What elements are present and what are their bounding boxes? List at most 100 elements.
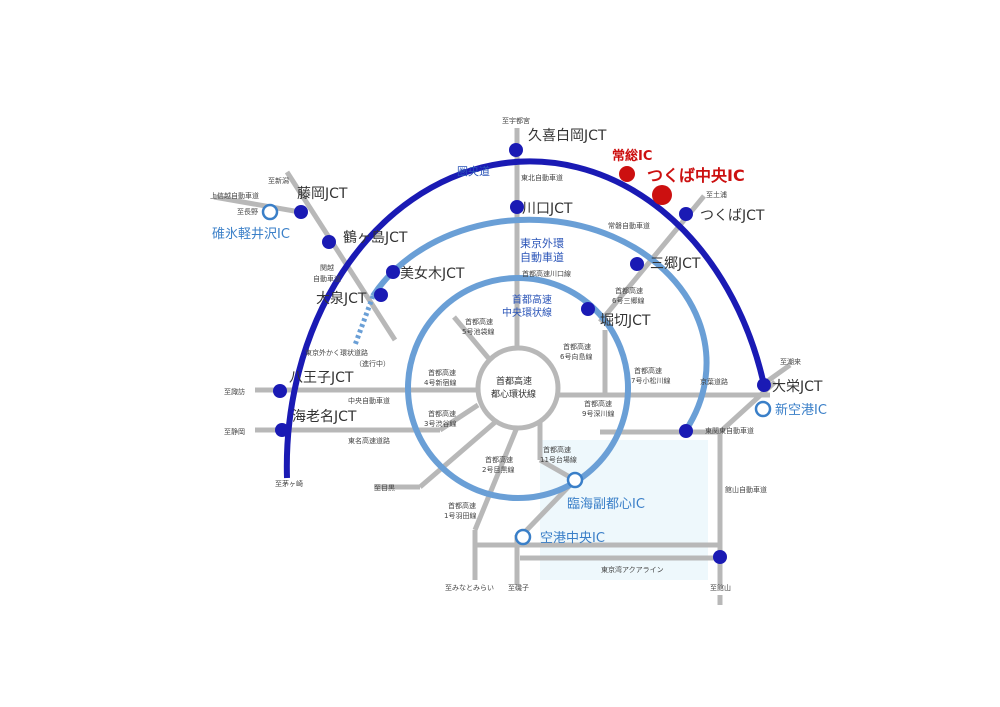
gaikan-label-2: 自動車道: [520, 250, 564, 264]
shinkuko-ic-icon[interactable]: [754, 400, 772, 418]
kanetsu-label-2: 自動車道: [313, 274, 341, 283]
c2-ring: [405, 275, 631, 501]
oizumi-jct-label: 大泉JCT: [316, 290, 367, 307]
chuo-label: 中央自動車道: [348, 396, 390, 405]
ebina-jct-label: 海老名JCT: [292, 409, 357, 425]
misato-jct-icon[interactable]: [630, 257, 644, 271]
tomei-label: 東名高速道路: [348, 436, 390, 445]
gaikan-label-1: 東京外環: [520, 236, 564, 250]
kawaguchi-jct-label: 川口JCT: [522, 201, 573, 217]
c1-label-2: 都心環状線: [491, 388, 536, 400]
horikiri-jct-icon[interactable]: [581, 302, 595, 316]
tsukuba-jct-icon[interactable]: [679, 207, 693, 221]
bijogi-jct-icon[interactable]: [386, 265, 400, 279]
ebina-jct-icon[interactable]: [275, 423, 289, 437]
c2-label-1: 首都高速: [512, 293, 552, 306]
mukojima-label-1: 首都高速: [563, 342, 591, 351]
kawaguchi-jct-icon[interactable]: [510, 200, 524, 214]
fukagawa-label-2: 9号深川線: [582, 409, 614, 418]
gaikan-plan-label-1: 東京外かく環状道路: [305, 348, 368, 357]
kanetsu-road: [284, 170, 398, 342]
dest-isogo: 至磯子: [508, 583, 529, 592]
rinkai-ic-icon[interactable]: [566, 471, 584, 489]
rinkai-ic-label: 臨海副都心IC: [567, 497, 645, 512]
tsukuba-jct-label: つくばJCT: [700, 208, 765, 224]
horikiri-jct-label: 堀切JCT: [600, 313, 651, 329]
keiyo-jct-icon[interactable]: [679, 424, 693, 438]
c2-label-2: 中央環状線: [502, 306, 552, 319]
mukojima-label-2: 6号向島線: [560, 352, 592, 361]
dest-tateyama: 至館山: [710, 583, 731, 592]
komatsugawa-label-1: 首都高速: [634, 366, 662, 375]
dest-chigasaki: 至茅ヶ崎: [275, 479, 303, 488]
dest-meguro: 至目黒: [374, 484, 395, 492]
fukagawa-label-1: 首都高速: [584, 399, 612, 408]
tsukuba-chuo-ic-label: つくば中央IC: [647, 166, 745, 185]
shinkuko-ic-label: 新空港IC: [775, 402, 827, 418]
kenodo-ring: [283, 158, 767, 479]
dest-utsunomiya: 至宇都宮: [502, 116, 530, 125]
tsurugashima-jct-label: 鶴ヶ島JCT: [343, 229, 408, 246]
keiyo-label: 京葉道路: [700, 377, 728, 386]
aqualine-label: 東京湾アクアライン: [601, 565, 664, 574]
joshinetsu-road: [213, 194, 301, 215]
misato-jct-label: 三郷JCT: [650, 256, 701, 272]
meguro-road: [418, 416, 502, 489]
gaikan-planned: [352, 295, 376, 346]
c1-label-1: 首都高速: [496, 375, 532, 387]
daiba-label-2: 11号台場線: [540, 455, 577, 464]
haneda-label-2: 1号羽田線: [444, 511, 476, 520]
joshinetsu-label: 上信越自動車道: [210, 191, 259, 200]
shinjuku-label-1: 首都高速: [428, 368, 456, 377]
shibuya-label-2: 3号渋谷線: [424, 419, 456, 428]
usui-ic-icon[interactable]: [261, 203, 279, 221]
junction-dots: [273, 143, 771, 564]
ikebukuro-label-1: 首都高速: [465, 317, 493, 326]
ic-circles: [261, 203, 772, 546]
dest-niigata: 至新潟: [268, 176, 289, 185]
aqualine-east-icon[interactable]: [713, 550, 727, 564]
tateyama-label: 館山自動車道: [725, 485, 767, 494]
shibuya-road: [438, 402, 480, 433]
kuki-jct-label: 久喜白岡JCT: [528, 128, 607, 144]
dest-tsuchiura: 至土浦: [706, 190, 727, 199]
c1-ring: [475, 345, 561, 431]
usui-ic-label: 碓氷軽井沢IC: [212, 227, 290, 242]
oe-jct-icon[interactable]: [757, 378, 771, 392]
bijogi-jct-label: 美女木JCT: [400, 265, 465, 282]
dest-nagano: 至長野: [237, 208, 258, 216]
fujioka-jct-label: 藤岡JCT: [297, 186, 348, 202]
kuko-chuo-ic-label: 空港中央IC: [540, 531, 605, 546]
ikebukuro-road: [452, 315, 492, 362]
gaikan-plan-label-2: （進行中）: [355, 359, 390, 368]
misato-line-label-2: 6号三郷線: [612, 296, 644, 305]
meguro-label-1: 首都高速: [485, 455, 513, 464]
haneda-road: [472, 419, 523, 531]
shinjuku-label-2: 4号新宿線: [424, 378, 456, 387]
tsurugashima-jct-icon[interactable]: [322, 235, 336, 249]
meguro-label-2: 2号目黒線: [482, 465, 514, 474]
hachioji-jct-icon[interactable]: [273, 384, 287, 398]
dest-minatomirai: 至みなとみらい: [445, 584, 494, 592]
kawaguchi-line-label: 首都高速川口線: [522, 269, 571, 278]
oe-jct-label: 大栄JCT: [772, 379, 823, 395]
shibuya-label-1: 首都高速: [428, 409, 456, 418]
kenodo-label: 圏央道: [457, 164, 490, 178]
dest-suwa: 至諏訪: [224, 387, 245, 396]
joban-label: 常磐自動車道: [608, 221, 650, 230]
higashikanto-label: 東関東自動車道: [705, 426, 754, 435]
tsukuba-chuo-ic-icon[interactable]: [652, 185, 672, 205]
dest-choshi: 至潮来: [780, 357, 801, 366]
misato-line-label-1: 首都高速: [615, 286, 643, 295]
kuki-jct-icon[interactable]: [509, 143, 523, 157]
tohoku-label: 東北自動車道: [521, 173, 563, 182]
joso-ic-icon[interactable]: [619, 166, 635, 182]
ikebukuro-label-2: 5号池袋線: [462, 327, 494, 336]
fujioka-jct-icon[interactable]: [294, 205, 308, 219]
daiba-label-1: 首都高速: [543, 445, 571, 454]
oizumi-jct-icon[interactable]: [374, 288, 388, 302]
kuko-chuo-ic-icon[interactable]: [514, 528, 532, 546]
haneda-label-1: 首都高速: [448, 501, 476, 510]
komatsugawa-label-2: 7号小松川線: [631, 376, 670, 385]
